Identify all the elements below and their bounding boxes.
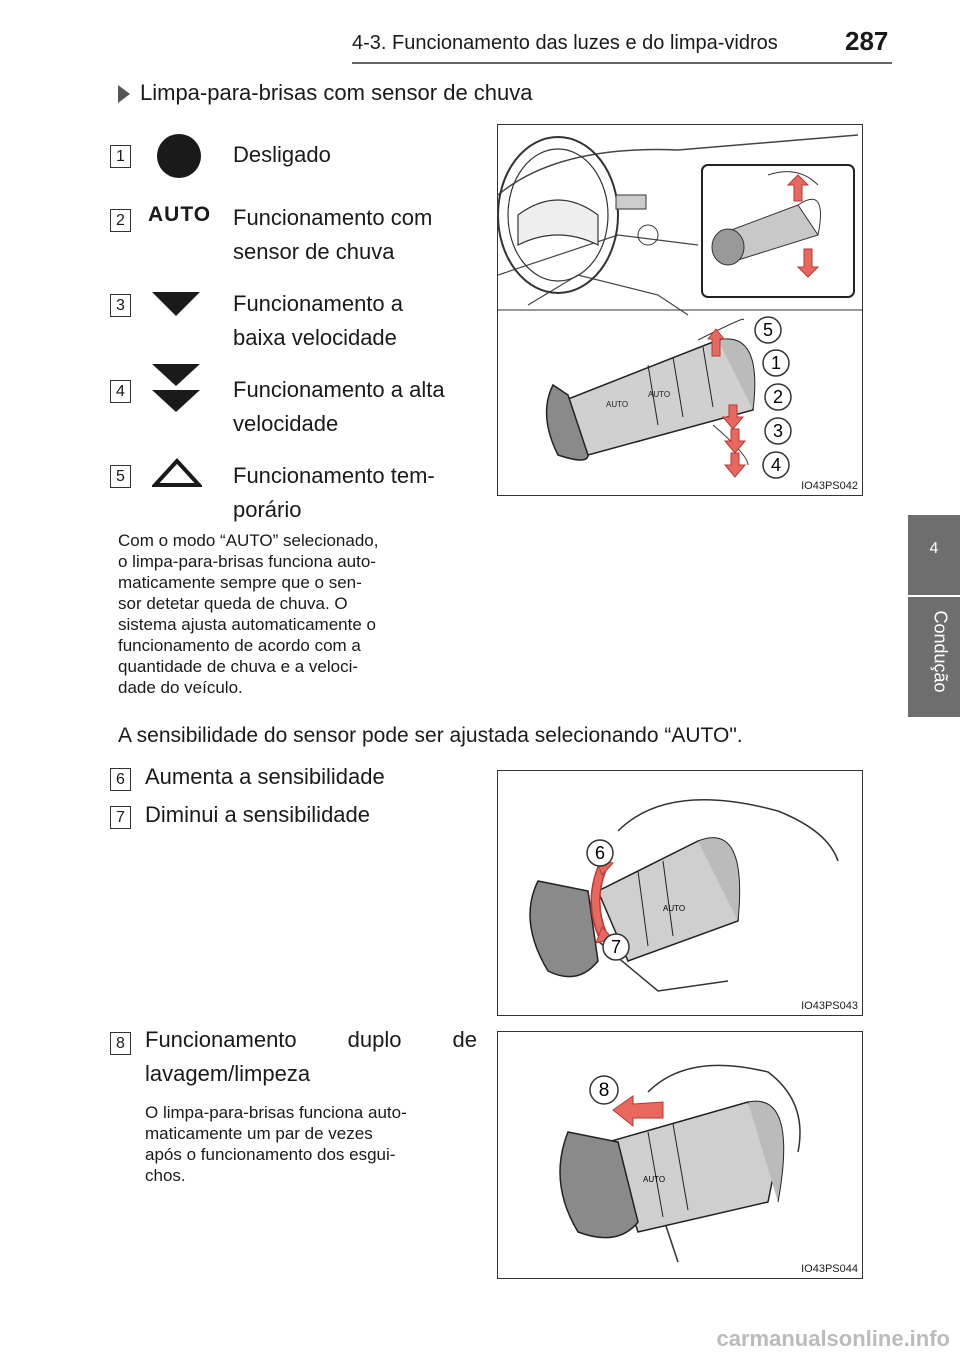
figure-sensitivity: AUTO 6 7 IO43PS043 [497,770,863,1016]
callout-5: 5 [763,320,773,340]
note-line: maticamente um par de vezes [145,1124,373,1143]
item-number-2: 2 [110,209,131,232]
note-line: sor detetar queda de chuva. O [118,594,348,613]
auto-symbol: AUTO [148,203,212,226]
wash-label-2: lavagem/limpeza [145,1061,311,1086]
lever-auto-text-b: AUTO [648,390,670,399]
mode-low-label-2: baixa velocidade [233,325,397,350]
chapter-tab-label-bg [908,597,960,717]
chapter-label: Condução [930,610,951,693]
item-number-1: 1 [110,145,131,168]
note-line: após o funcionamento dos esgui- [145,1145,396,1164]
figure-wash: AUTO 8 IO43PS044 [497,1031,863,1279]
callout-6: 6 [595,843,605,863]
section-heading: Limpa-para-brisas com sensor de chuva [118,80,533,106]
bullet-triangle-icon [118,85,130,104]
sensitivity-intro: A sensibilidade do sensor pode ser ajust… [118,724,743,747]
callout-3: 3 [773,421,783,441]
figure-1-illustration: AUTO AUTO 5 1 2 3 4 [497,134,862,479]
wash-note: O limpa-para-brisas funciona auto- matic… [145,1102,477,1186]
figure-1-code: IO43PS042 [801,480,858,492]
chapter-tab [908,515,960,595]
item-number-6: 6 [110,768,131,791]
callout-4: 4 [771,455,781,475]
note-line: Com o modo “AUTO” selecionado, [118,531,379,550]
callout-7: 7 [611,937,621,957]
mode-off-label: Desligado [233,142,331,167]
mode-low-label-1: Funcionamento a [233,291,403,316]
wash-label-1: Funcionamento duplo de [145,1027,477,1052]
lever-auto-text-a: AUTO [606,400,628,409]
mode-high-label-1: Funcionamento a alta [233,377,445,402]
double-down-triangle-icon [152,364,200,412]
item-number-4: 4 [110,380,131,403]
note-line: dade do veículo. [118,678,243,697]
single-down-triangle-icon [152,292,200,316]
footer-watermark: carmanualsonline.info [716,1326,951,1351]
chapter-number: 4 [929,540,939,557]
note-line: O limpa-para-brisas funciona auto- [145,1103,407,1122]
circle-icon [157,134,201,178]
figure-3-code: IO43PS044 [801,1263,858,1275]
section-heading-text: Limpa-para-brisas com sensor de chuva [140,80,533,105]
callout-1: 1 [771,353,781,373]
callout-8: 8 [599,1080,610,1101]
lever-auto-text-c: AUTO [663,904,685,913]
note-line: quantidade de chuva e a veloci- [118,657,359,676]
figure-wiper-lever-modes: AUTO AUTO 5 1 2 3 4 IO43PS042 [497,124,863,496]
increase-sensitivity-label: Aumenta a sensibilidade [145,764,385,789]
lever-auto-text-d: AUTO [643,1175,665,1184]
callout-2: 2 [773,387,783,407]
header-rule [352,62,892,64]
item-number-5: 5 [110,465,131,488]
note-line: sistema ajusta automaticamente o [118,615,376,634]
note-line: funcionamento de acordo com a [118,636,361,655]
figure-2-code: IO43PS043 [801,1000,858,1012]
item-number-8: 8 [110,1032,131,1055]
mode-temp-label-1: Funcionamento tem- [233,463,435,488]
item-number-3: 3 [110,294,131,317]
page-number: 287 [845,26,889,56]
mode-high-label-2: velocidade [233,411,339,436]
mode-auto-label-1: Funcionamento com [233,205,433,230]
figure-3-illustration: AUTO 8 [559,1064,801,1263]
item-number-7: 7 [110,806,131,829]
up-triangle-outline-icon [152,458,202,487]
note-line: o limpa-para-brisas funciona auto- [118,552,376,571]
note-line: maticamente sempre que o sen- [118,573,362,592]
decrease-sensitivity-label: Diminui a sensibilidade [145,802,371,827]
note-line: chos. [145,1166,186,1185]
auto-note: Com o modo “AUTO” selecionado, o limpa-p… [118,530,476,698]
mode-auto-label-2: sensor de chuva [233,239,395,264]
mode-temp-label-2: porário [233,497,302,522]
header-title: 4-3. Funcionamento das luzes e do limpa-… [352,32,778,54]
figure-2-illustration: AUTO 6 7 [529,799,839,992]
